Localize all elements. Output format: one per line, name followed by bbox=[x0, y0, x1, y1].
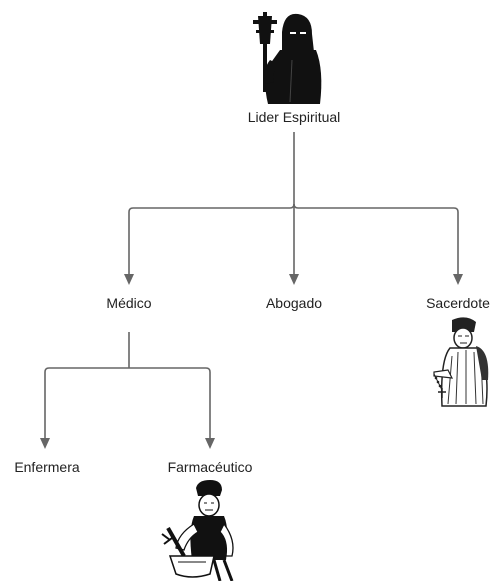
edges-medico bbox=[40, 332, 215, 449]
arrowhead-sacerdote bbox=[453, 274, 463, 285]
node-label-farmaceutico: Farmacéutico bbox=[168, 459, 253, 475]
arrowhead-medico bbox=[124, 274, 134, 285]
apothecary-with-mortar-icon bbox=[161, 480, 234, 581]
edge-medico-to-farmaceutico bbox=[129, 367, 211, 440]
hooded-figure-with-cross-icon bbox=[253, 12, 322, 104]
edge-medico-to-enfermera bbox=[44, 367, 129, 440]
arrowhead-abogado bbox=[289, 274, 299, 285]
node-label-lider-espiritual: Lider Espiritual bbox=[248, 109, 341, 125]
edge-root-to-sacerdote bbox=[293, 203, 459, 276]
arrowhead-enfermera bbox=[40, 438, 50, 449]
arrowhead-farmaceutico bbox=[205, 438, 215, 449]
node-label-sacerdote: Sacerdote bbox=[426, 295, 490, 311]
edge-root-to-medico bbox=[128, 203, 295, 276]
node-label-enfermera: Enfermera bbox=[14, 459, 80, 475]
node-label-medico: Médico bbox=[106, 295, 151, 311]
node-label-abogado: Abogado bbox=[266, 295, 322, 311]
edges-root bbox=[124, 132, 463, 285]
priest-with-rosary-icon bbox=[433, 317, 489, 407]
